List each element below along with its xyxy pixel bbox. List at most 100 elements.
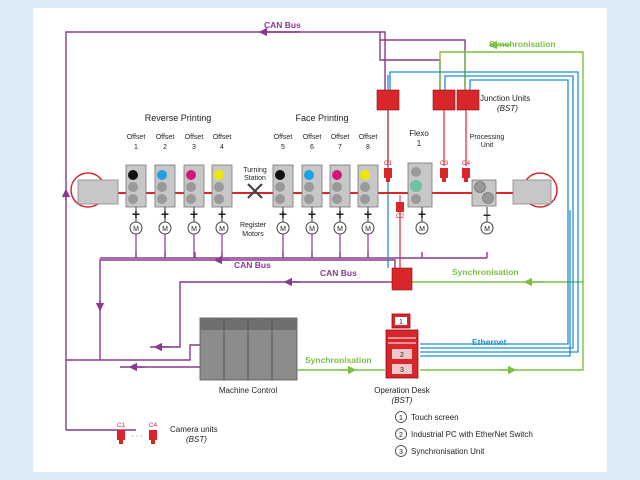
camera-icon [440, 168, 448, 178]
offset-unit-name: Offset [156, 134, 175, 141]
register-motor-label: M [280, 226, 286, 233]
legend-camera-last: C4 [149, 422, 158, 429]
legend-2-number: 2 [399, 432, 403, 439]
flexo-motor-label: M [419, 226, 425, 233]
plus-icon: + [161, 206, 169, 222]
operation-desk: 1 2 3 Operation Desk (BST) [374, 313, 431, 405]
legend-camera-first: C1 [117, 422, 126, 429]
turning-station-label-2: Station [244, 175, 266, 182]
legend-3-number: 3 [399, 449, 403, 456]
legend-3-text: Synchronisation Unit [411, 447, 485, 456]
flexo-motor-icon [415, 221, 429, 235]
offset-unit-name: Offset [213, 134, 232, 141]
legend-numbered: 1 Touch screen 2 Industrial PC with Ethe… [395, 411, 533, 457]
plate-cylinder [360, 182, 370, 192]
sync-arrows [340, 40, 545, 375]
ink-roller [128, 170, 138, 180]
plus-icon: + [218, 206, 226, 222]
flexo-unit: Flexo 1 + M [407, 129, 433, 235]
offset-unit-number: 2 [163, 144, 167, 151]
sync-label-top: Synchronisation [489, 39, 556, 49]
desk-number-3: 3 [400, 367, 404, 374]
rewind-roll [512, 172, 558, 208]
legend-1-text: Touch screen [411, 413, 459, 422]
impression-cylinder [332, 194, 342, 204]
reverse-printing-label: Reverse Printing [145, 113, 212, 123]
offset-unit-name: Offset [127, 134, 146, 141]
can-bus-label-low: CAN Bus [320, 268, 357, 278]
impression-cylinder [360, 194, 370, 204]
operation-desk-bst: (BST) [392, 396, 413, 405]
can-bus-label-mid: CAN Bus [234, 260, 271, 270]
unwind-roll [70, 172, 119, 208]
camera-icon [117, 430, 125, 440]
junction-units: Junction Units (BST) [376, 89, 530, 291]
plus-icon: + [132, 206, 140, 222]
register-motors-label-1: Register [240, 222, 267, 229]
processing-motor-label: M [484, 226, 490, 233]
plus-icon: + [308, 206, 316, 222]
plate-cylinder [275, 182, 285, 192]
can-bus-arrows [61, 27, 300, 372]
ink-roller [275, 170, 285, 180]
junction-unit-1 [376, 89, 400, 111]
legend-camera-dots: · · · [132, 433, 143, 440]
ink-roller [186, 170, 196, 180]
offset-unit-number: 6 [310, 144, 314, 151]
face-printing-label: Face Printing [295, 113, 348, 123]
camera-icon [462, 168, 470, 178]
plate-cylinder [214, 182, 224, 192]
offset-unit-number: 4 [220, 144, 224, 151]
desk-number-1: 1 [399, 319, 403, 326]
sync-lines [297, 51, 584, 371]
plus-icon: + [190, 206, 198, 222]
impression-cylinder [157, 194, 167, 204]
turning-station: Turning Station [243, 167, 267, 199]
processing-unit-label-2: Unit [481, 142, 494, 149]
machine-control-label: Machine Control [219, 386, 277, 395]
desk-number-2: 2 [400, 352, 404, 359]
offset-unit-number: 8 [366, 144, 370, 151]
plate-cylinder [304, 182, 314, 192]
flexo-label: Flexo [409, 129, 429, 138]
register-motors-label-2: Motors [242, 231, 264, 238]
offset-unit-number: 3 [192, 144, 196, 151]
can-bus-main-loop [65, 31, 386, 430]
camera-drop-lines [387, 108, 467, 268]
legend-1-number: 1 [399, 415, 403, 422]
plus-icon: + [279, 206, 287, 222]
turning-station-label-1: Turning [243, 167, 267, 174]
offset-unit-number: 5 [281, 144, 285, 151]
offset-unit-name: Offset [331, 134, 350, 141]
offset-unit-2: Offset 2 + M [154, 134, 176, 258]
flexo-plus-icon: + [418, 206, 426, 222]
legend-camera-units: C1 · · · C4 Camera units (BST) [117, 422, 218, 444]
register-motor-label: M [162, 226, 168, 233]
processing-minus-icon: – [483, 206, 491, 222]
plus-icon: + [364, 206, 372, 222]
legend-2-text: Industrial PC with EtherNet Switch [411, 430, 533, 439]
plus-icon: + [336, 206, 344, 222]
offset-unit-number: 7 [338, 144, 342, 151]
camera-icon [384, 168, 392, 178]
register-motor-label: M [133, 226, 139, 233]
can-bus-label-top: CAN Bus [264, 20, 301, 30]
impression-cylinder [275, 194, 285, 204]
plate-cylinder [128, 182, 138, 192]
register-motor-label: M [365, 226, 371, 233]
register-motor-label: M [191, 226, 197, 233]
processing-motor-icon [480, 221, 494, 235]
sync-label-low: Synchronisation [305, 355, 372, 365]
processing-unit-label-1: Processing [470, 134, 505, 141]
offset-units: Offset1+MOffset2+MOffset3+MOffset4+MOffs… [125, 134, 379, 258]
legend-camera-label: Camera units [170, 425, 218, 434]
junction-units-label: Junction Units [480, 94, 530, 103]
